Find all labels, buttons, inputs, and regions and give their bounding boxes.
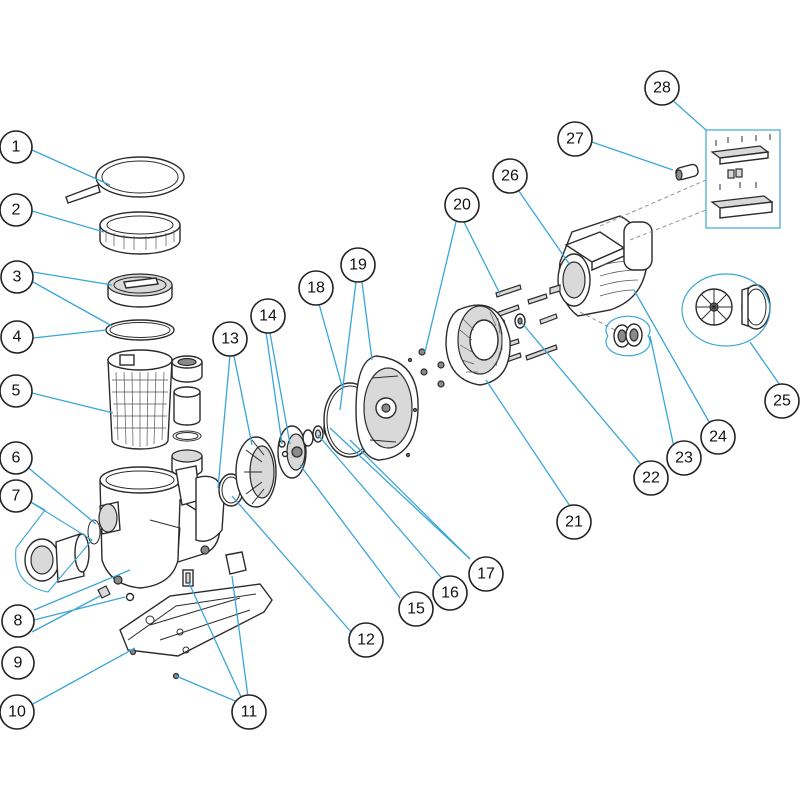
callout-19: 19: [340, 247, 376, 283]
part-14-impeller: [277, 425, 307, 479]
callout-2: 2: [0, 193, 33, 227]
svg-text:9: 9: [14, 655, 23, 672]
assembly-guide-lines: [579, 179, 707, 331]
part-27-capacitor: [675, 163, 699, 181]
part-13-diffuser: [235, 436, 277, 508]
callout-13: 13: [212, 321, 248, 357]
callout-26: 26: [492, 158, 528, 194]
svg-text:10: 10: [8, 704, 26, 721]
part-5-strainer-basket: [107, 349, 173, 450]
callout-8: 8: [1, 604, 35, 638]
callout-1: 1: [0, 130, 33, 164]
svg-text:20: 20: [453, 197, 471, 214]
callout-27: 27: [557, 121, 593, 157]
callout-9: 9: [1, 646, 35, 680]
svg-text:17: 17: [477, 566, 495, 583]
part-22-slinger: [514, 313, 526, 329]
svg-text:28: 28: [653, 80, 671, 97]
callout-16: 16: [432, 575, 468, 611]
callout-6: 6: [0, 441, 33, 475]
svg-text:13: 13: [221, 331, 239, 348]
part-2-lid-locking-ring: [99, 211, 181, 255]
svg-text:7: 7: [12, 488, 21, 505]
part-21-motor-bracket: [445, 304, 511, 386]
svg-text:21: 21: [565, 514, 583, 531]
part-11-base-screws: [172, 551, 247, 680]
svg-text:23: 23: [675, 450, 693, 467]
callout-21: 21: [556, 504, 592, 540]
callout-17: 17: [468, 556, 504, 592]
svg-text:22: 22: [642, 470, 660, 487]
svg-text:8: 8: [14, 613, 23, 630]
callout-23: 23: [666, 440, 702, 476]
svg-text:19: 19: [349, 257, 367, 274]
svg-text:25: 25: [773, 393, 791, 410]
callout-14: 14: [250, 298, 286, 334]
callout-24: 24: [700, 419, 736, 455]
part-9-drain-plug: [97, 585, 135, 602]
part-19-seal-plate: [355, 355, 419, 461]
part-24-motor: [549, 215, 653, 317]
callout-15: 15: [398, 591, 434, 627]
callout-4: 4: [0, 320, 34, 354]
part-10-base: [119, 583, 273, 657]
callout-28: 28: [644, 70, 680, 106]
callout-25: 25: [764, 383, 800, 419]
callout-11: 11: [231, 694, 267, 730]
callout-7: 7: [0, 479, 33, 513]
svg-text:12: 12: [357, 632, 375, 649]
svg-text:5: 5: [12, 383, 21, 400]
svg-text:16: 16: [441, 585, 459, 602]
svg-text:1: 1: [12, 139, 21, 156]
svg-text:11: 11: [241, 704, 258, 721]
leader-lines: [15, 97, 783, 706]
svg-text:15: 15: [407, 601, 425, 618]
callout-5: 5: [0, 374, 33, 408]
svg-text:6: 6: [12, 450, 21, 467]
callout-18: 18: [298, 270, 334, 306]
svg-text:27: 27: [566, 131, 584, 148]
part-3-strainer-lid: [107, 273, 173, 308]
callout-10: 10: [0, 694, 35, 730]
svg-text:26: 26: [501, 168, 519, 185]
part-4-lid-o-ring: [105, 319, 175, 341]
callout-22: 22: [633, 460, 669, 496]
part-1-lid-wrench: [65, 156, 185, 204]
svg-text:24: 24: [709, 429, 727, 446]
part-8-pump-housing: [98, 465, 225, 589]
svg-text:3: 3: [13, 269, 22, 286]
callout-12: 12: [348, 622, 384, 658]
part-7-inlet-union: [24, 519, 101, 583]
svg-text:2: 2: [12, 202, 21, 219]
callout-3: 3: [0, 260, 34, 294]
callout-20: 20: [444, 187, 480, 223]
part-23-bearings: [613, 323, 643, 348]
part-25-fan-and-cover: [695, 284, 771, 330]
part-28-terminal-box-kit: [705, 129, 781, 229]
part-union-stack: [171, 355, 203, 477]
svg-text:4: 4: [13, 329, 22, 346]
svg-text:14: 14: [259, 308, 277, 325]
svg-text:18: 18: [307, 280, 325, 297]
